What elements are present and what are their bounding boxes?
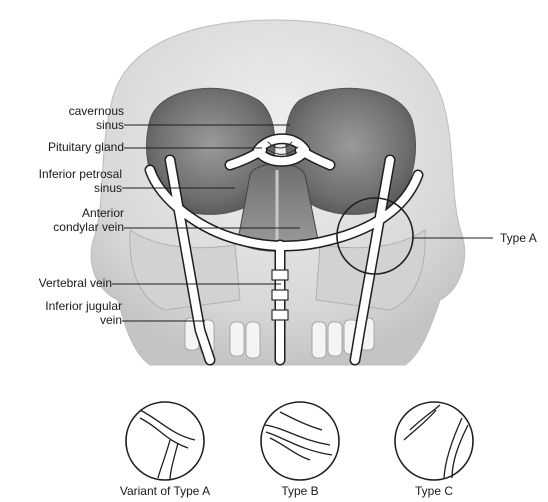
label-inferior-petrosal-sinus: Inferior petrosal sinus [0,167,122,195]
label-inferior-petrosal-sinus-line1: Inferior petrosal [38,167,122,181]
inset-variant-type-a [125,401,205,481]
label-anterior-condylar-vein-line1: Anterior [81,206,124,220]
label-inferior-petrosal-sinus-line2: sinus [93,181,122,195]
inset-type-b [260,401,340,481]
label-anterior-condylar-vein: Anterior condylar vein [20,206,124,234]
label-inferior-jugular-vein: Inferior jugular vein [2,299,122,327]
label-cavernous-sinus-line1: cavernous [68,104,124,118]
type-a-highlight [336,197,414,275]
caption-type-b: Type B [281,484,319,498]
label-vertebral-vein: Vertebral vein [38,276,112,290]
label-inferior-jugular-vein-line2: vein [99,313,122,327]
label-cavernous-sinus-line2: sinus [95,118,124,132]
venous-system [144,133,424,366]
caption-variant-type-a: Variant of Type A [119,484,211,498]
label-inferior-jugular-vein-line1: Inferior jugular [45,299,122,313]
label-cavernous-sinus: cavernous sinus [40,104,124,132]
label-pituitary-gland: Pituitary gland [47,140,124,154]
label-anterior-condylar-vein-line2: condylar vein [53,220,124,234]
caption-type-c: Type C [414,484,453,498]
inset-type-c [394,401,474,481]
label-type-a: Type A [500,231,537,245]
leader-lines [112,124,493,322]
